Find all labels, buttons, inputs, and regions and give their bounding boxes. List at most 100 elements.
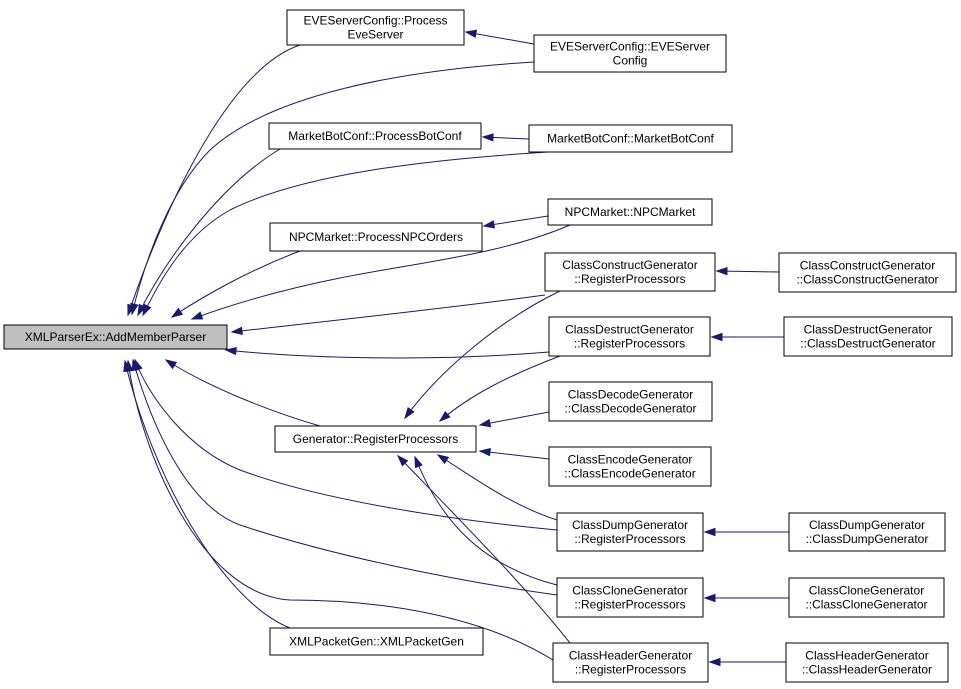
node-box[interactable] bbox=[788, 577, 945, 618]
node-enc-ctor[interactable]: ClassEncodeGenerator::ClassEncodeGenerat… bbox=[548, 446, 712, 487]
edge-line bbox=[131, 61, 535, 315]
node-mb-ctor[interactable]: MarketBotConf::MarketBotConf bbox=[528, 124, 733, 153]
node-label: ClassCloneGenerator bbox=[572, 584, 687, 598]
node-box[interactable] bbox=[3, 324, 228, 350]
node-dec-ctor[interactable]: ClassDecodeGenerator::ClassDecodeGenerat… bbox=[548, 381, 713, 422]
node-label: ::ClassCloneGenerator bbox=[805, 598, 927, 612]
edge-line bbox=[127, 360, 554, 661]
edge-hdr_reg-to-gen_reg bbox=[396, 454, 571, 644]
node-box[interactable] bbox=[788, 512, 946, 552]
node-label: ClassDestructGenerator bbox=[804, 323, 933, 337]
node-box[interactable] bbox=[778, 252, 957, 293]
edge-line bbox=[137, 148, 281, 316]
edge-cc_reg-to-gen_reg bbox=[404, 290, 561, 420]
edge-cd_ctor-to-cd_reg bbox=[710, 332, 784, 342]
edge-arrowhead bbox=[230, 326, 243, 335]
node-box[interactable] bbox=[548, 381, 713, 422]
node-dump-ctor[interactable]: ClassDumpGenerator::ClassDumpGenerator bbox=[788, 512, 946, 552]
node-box[interactable] bbox=[552, 642, 709, 683]
edge-line bbox=[132, 359, 558, 596]
node-box[interactable] bbox=[268, 122, 482, 150]
node-box[interactable] bbox=[548, 316, 711, 357]
node-box[interactable] bbox=[274, 425, 477, 453]
edge-line bbox=[479, 450, 550, 460]
edge-hdr_ctor-to-hdr_reg bbox=[708, 657, 786, 667]
node-label: Config bbox=[613, 54, 648, 68]
node-clone-ctor[interactable]: ClassCloneGenerator::ClassCloneGenerator bbox=[788, 577, 945, 618]
edge-cd_reg-to-root bbox=[224, 346, 550, 359]
node-label: ::RegisterProcessors bbox=[574, 598, 685, 612]
edge-arrowhead bbox=[703, 527, 716, 537]
node-label: ClassEncodeGenerator bbox=[568, 453, 693, 467]
node-label: XMLPacketGen::XMLPacketGen bbox=[289, 635, 464, 649]
edge-clone_reg-to-gen_reg bbox=[414, 455, 558, 586]
node-mb-process[interactable]: MarketBotConf::ProcessBotConf bbox=[268, 122, 482, 150]
node-box[interactable] bbox=[528, 124, 733, 153]
edge-line bbox=[231, 294, 546, 333]
node-label: ::ClassDestructGenerator bbox=[800, 337, 935, 351]
node-box[interactable] bbox=[785, 642, 949, 683]
node-label: Generator::RegisterProcessors bbox=[293, 432, 458, 446]
edge-npc_ctor-to-npc_process bbox=[482, 215, 549, 229]
edge-arrowhead bbox=[715, 266, 728, 276]
node-box[interactable] bbox=[556, 512, 704, 552]
node-gen-reg[interactable]: Generator::RegisterProcessors bbox=[274, 425, 477, 453]
node-hdr-ctor[interactable]: ClassHeaderGenerator::ClassHeaderGenerat… bbox=[785, 642, 949, 683]
node-label: ::ClassConstructGenerator bbox=[796, 273, 938, 287]
edge-arrowhead bbox=[224, 346, 237, 356]
node-npc-ctor[interactable]: NPCMarket::NPCMarket bbox=[547, 198, 713, 226]
node-box[interactable] bbox=[286, 9, 465, 46]
edge-mb_ctor-to-mb_process bbox=[481, 133, 530, 142]
edge-npc_ctor-to-root bbox=[190, 224, 571, 320]
node-box[interactable] bbox=[548, 446, 712, 487]
node-dump-reg[interactable]: ClassDumpGenerator::RegisterProcessors bbox=[556, 512, 704, 552]
node-box[interactable] bbox=[269, 222, 483, 252]
node-cc-reg[interactable]: ClassConstructGenerator::RegisterProcess… bbox=[544, 252, 716, 292]
edge-arrowhead bbox=[131, 358, 140, 372]
nodes-layer: XMLParserEx::AddMemberParser EVEServerCon… bbox=[3, 9, 957, 683]
node-box[interactable] bbox=[547, 198, 713, 226]
edge-line bbox=[225, 349, 550, 359]
edge-eve_process-to-root bbox=[127, 44, 301, 317]
node-root[interactable]: XMLParserEx::AddMemberParser bbox=[3, 324, 228, 350]
edge-arrowhead bbox=[703, 593, 716, 603]
node-label: ClassDecodeGenerator bbox=[568, 388, 693, 402]
edge-line bbox=[171, 250, 301, 318]
edge-line bbox=[439, 355, 561, 422]
edge-line bbox=[465, 31, 535, 45]
node-box[interactable] bbox=[544, 252, 716, 292]
edge-arrowhead bbox=[710, 332, 723, 342]
node-label: ClassHeaderGenerator bbox=[805, 649, 928, 663]
node-label: EveServer bbox=[347, 28, 403, 42]
edge-line bbox=[404, 290, 561, 419]
node-box[interactable] bbox=[783, 316, 953, 357]
node-box[interactable] bbox=[533, 34, 727, 73]
node-box[interactable] bbox=[269, 627, 484, 656]
edge-arrowhead bbox=[164, 359, 178, 370]
edge-arrowhead bbox=[482, 220, 496, 229]
node-cc-ctor[interactable]: ClassConstructGenerator::ClassConstructG… bbox=[778, 252, 957, 293]
node-label: ::ClassHeaderGenerator bbox=[802, 663, 932, 677]
node-cd-ctor[interactable]: ClassDestructGenerator::ClassDestructGen… bbox=[783, 316, 953, 357]
node-cd-reg[interactable]: ClassDestructGenerator::RegisterProcesso… bbox=[548, 316, 711, 357]
node-box[interactable] bbox=[556, 577, 704, 618]
edge-arrowhead bbox=[142, 303, 152, 317]
edge-line bbox=[479, 411, 550, 426]
node-label: ClassDumpGenerator bbox=[809, 518, 925, 532]
node-hdr-reg[interactable]: ClassHeaderGenerator::RegisterProcessors bbox=[552, 642, 709, 683]
edge-line bbox=[134, 359, 558, 531]
node-label: EVEServerConfig::EVEServer bbox=[550, 40, 710, 54]
node-eve-ctor[interactable]: EVEServerConfig::EVEServerConfig bbox=[533, 34, 727, 73]
node-label: ClassHeaderGenerator bbox=[569, 649, 692, 663]
node-clone-reg[interactable]: ClassCloneGenerator::RegisterProcessors bbox=[556, 577, 704, 618]
node-npc-process[interactable]: NPCMarket::ProcessNPCOrders bbox=[269, 222, 483, 252]
node-label: ::RegisterProcessors bbox=[574, 532, 685, 546]
node-label: ::RegisterProcessors bbox=[574, 337, 685, 351]
edge-gen_reg-to-root bbox=[164, 359, 321, 427]
edge-arrowhead bbox=[436, 454, 450, 465]
node-xmlpg[interactable]: XMLPacketGen::XMLPacketGen bbox=[269, 627, 484, 656]
edge-arrowhead bbox=[125, 359, 134, 372]
edges-layer bbox=[123, 29, 789, 667]
